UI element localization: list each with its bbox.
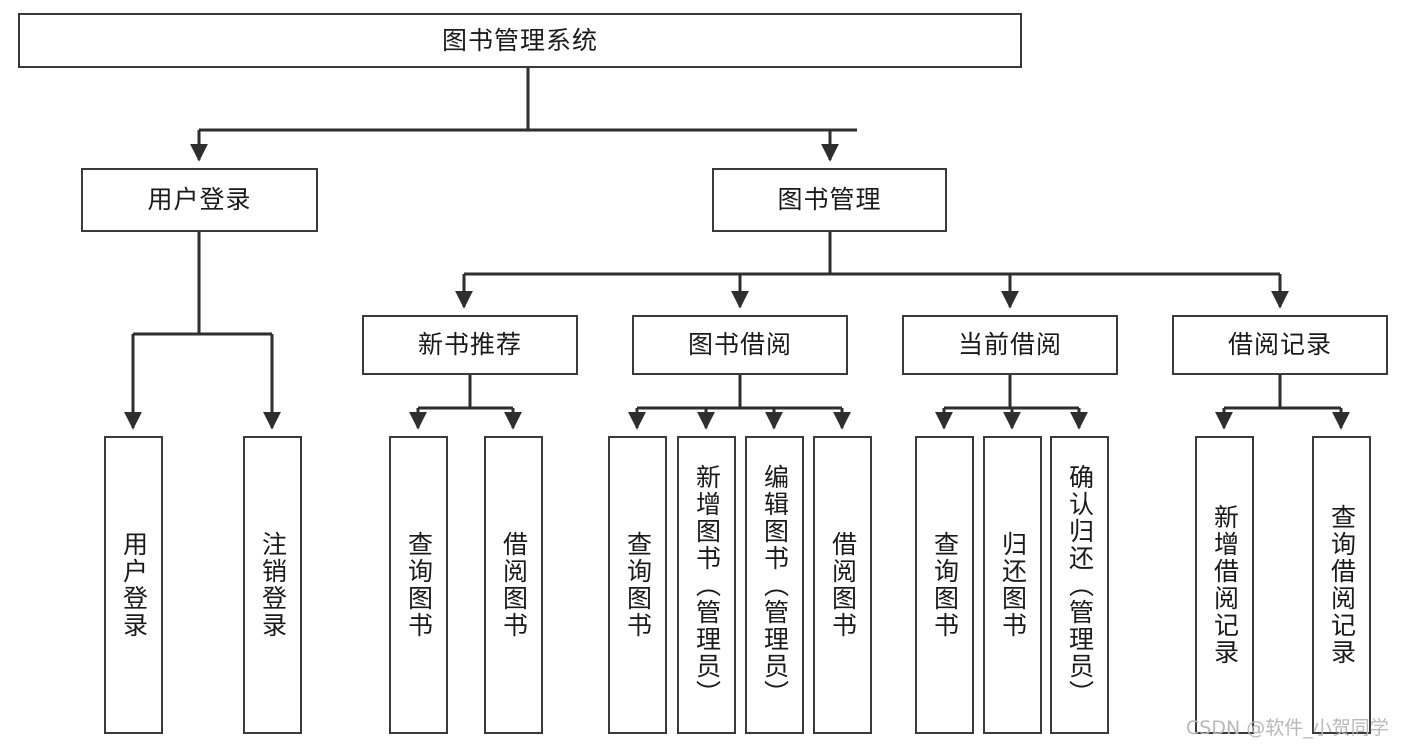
node-leaf-query-book-1[interactable]: 查询图书: [389, 436, 448, 734]
node-label: 确认归还（管理员）: [1065, 463, 1095, 707]
node-label: 新书推荐: [417, 330, 522, 360]
node-leaf-edit-book[interactable]: 编辑图书（管理员）: [745, 436, 804, 734]
node-book-borrow[interactable]: 图书借阅: [632, 315, 848, 375]
node-leaf-add-book[interactable]: 新增图书（管理员）: [677, 436, 736, 734]
node-label: 查询借阅记录: [1327, 504, 1357, 666]
node-label: 用户登录: [119, 531, 149, 639]
node-label: 查询图书: [623, 531, 653, 639]
node-leaf-return-book[interactable]: 归还图书: [983, 436, 1042, 734]
node-new-book-rec[interactable]: 新书推荐: [362, 315, 578, 375]
node-label: 借阅记录: [1227, 330, 1332, 360]
node-label: 当前借阅: [957, 330, 1062, 360]
node-label: 新增借阅记录: [1210, 504, 1240, 666]
node-leaf-borrow-book-1[interactable]: 借阅图书: [484, 436, 543, 734]
node-borrow-record[interactable]: 借阅记录: [1172, 315, 1388, 375]
node-label: 编辑图书（管理员）: [760, 463, 790, 707]
node-label: 注销登录: [258, 531, 288, 639]
node-leaf-logout[interactable]: 注销登录: [243, 436, 302, 734]
node-label: 用户登录: [147, 185, 252, 215]
node-leaf-borrow-book-2[interactable]: 借阅图书: [813, 436, 872, 734]
node-leaf-add-record[interactable]: 新增借阅记录: [1195, 436, 1254, 734]
node-label: 图书管理: [777, 185, 882, 215]
node-label: 新增图书（管理员）: [692, 463, 722, 707]
node-leaf-user-login[interactable]: 用户登录: [104, 436, 163, 734]
node-root-system[interactable]: 图书管理系统: [18, 13, 1022, 68]
node-leaf-query-record[interactable]: 查询借阅记录: [1312, 436, 1371, 734]
node-label: 归还图书: [998, 531, 1028, 639]
node-current-borrow[interactable]: 当前借阅: [902, 315, 1118, 375]
node-label: 借阅图书: [499, 531, 529, 639]
node-label: 图书管理系统: [441, 25, 598, 55]
node-label: 图书借阅: [687, 330, 792, 360]
node-leaf-query-book-2[interactable]: 查询图书: [608, 436, 667, 734]
node-leaf-confirm-return[interactable]: 确认归还（管理员）: [1050, 436, 1109, 734]
node-label: 借阅图书: [828, 531, 858, 639]
node-label: 查询图书: [404, 531, 434, 639]
watermark: CSDN @软件_小贺同学: [1186, 717, 1389, 739]
node-label: 查询图书: [930, 531, 960, 639]
node-user-login[interactable]: 用户登录: [81, 168, 318, 232]
node-book-manage[interactable]: 图书管理: [712, 168, 947, 232]
node-leaf-query-book-3[interactable]: 查询图书: [915, 436, 974, 734]
